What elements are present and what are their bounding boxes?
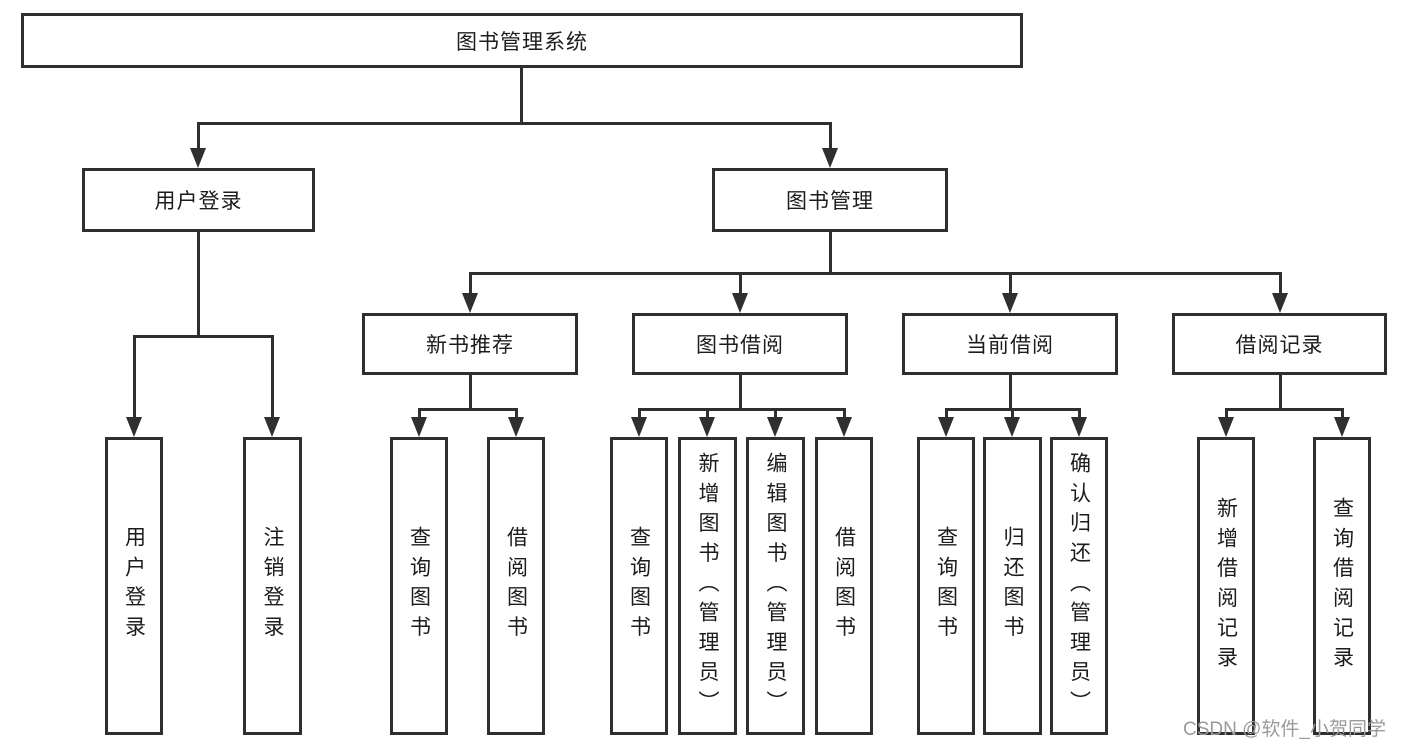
leaf-confirm-return-admin: 确认归还（管理员） <box>1050 437 1108 735</box>
connector-line <box>1225 408 1343 411</box>
leaf-label: 归还图书 <box>1001 526 1025 646</box>
connector-line <box>1279 272 1282 297</box>
arrowhead-icon <box>631 417 647 437</box>
csdn-watermark: CSDN @软件_小贺同学 <box>1183 719 1386 740</box>
arrowhead-icon <box>1002 293 1018 313</box>
leaf-logout: 注销登录 <box>243 437 302 735</box>
connector-line <box>706 408 709 420</box>
arrowhead-icon <box>462 293 478 313</box>
arrowhead-icon <box>508 417 524 437</box>
connector-line <box>469 375 472 410</box>
leaf-label: 借阅图书 <box>832 526 856 646</box>
leaf-label: 用户登录 <box>122 526 146 646</box>
connector-line <box>133 335 274 338</box>
arrowhead-icon <box>1272 293 1288 313</box>
arrowhead-icon <box>1071 417 1087 437</box>
connector-line <box>945 408 948 420</box>
leaf-label: 新增图书（管理员） <box>696 451 720 721</box>
leaf-label: 注销登录 <box>261 526 285 646</box>
arrowhead-icon <box>411 417 427 437</box>
connector-line <box>197 122 200 152</box>
connector-line <box>197 122 832 125</box>
arrowhead-icon <box>699 417 715 437</box>
leaf-add-borrow-record: 新增借阅记录 <box>1197 437 1255 735</box>
leaf-borrow-books: 借阅图书 <box>815 437 873 735</box>
leaf-label: 编辑图书（管理员） <box>764 451 788 721</box>
leaf-edit-books-admin: 编辑图书（管理员） <box>746 437 805 735</box>
arrowhead-icon <box>732 293 748 313</box>
connector-line <box>520 68 523 124</box>
connector-line <box>418 408 421 420</box>
connector-line <box>774 408 777 420</box>
connector-line <box>1279 375 1282 410</box>
node-label: 图书管理系统 <box>456 30 588 54</box>
connector-line <box>271 335 274 420</box>
leaf-label: 借阅图书 <box>504 526 528 646</box>
connector-line <box>133 335 136 420</box>
leaf-query-books: 查询图书 <box>390 437 448 735</box>
leaf-query-books: 查询图书 <box>917 437 975 735</box>
connector-line <box>1341 408 1344 420</box>
connector-line <box>739 375 742 410</box>
leaf-query-borrow-record: 查询借阅记录 <box>1313 437 1371 735</box>
connector-line <box>638 408 641 420</box>
node-user-login: 用户登录 <box>82 168 315 232</box>
arrowhead-icon <box>836 417 852 437</box>
arrowhead-icon <box>190 148 206 168</box>
arrowhead-icon <box>1334 417 1350 437</box>
node-book-borrow: 图书借阅 <box>632 313 848 375</box>
connector-line <box>1009 375 1012 410</box>
connector-line <box>1078 408 1081 420</box>
leaf-return-books: 归还图书 <box>983 437 1042 735</box>
node-label: 用户登录 <box>154 190 243 213</box>
arrowhead-icon <box>822 148 838 168</box>
connector-line <box>1225 408 1228 420</box>
leaf-add-books-admin: 新增图书（管理员） <box>678 437 737 735</box>
node-borrow-records: 借阅记录 <box>1172 313 1387 375</box>
arrowhead-icon <box>1218 417 1234 437</box>
leaf-label: 查询图书 <box>934 526 958 646</box>
node-label: 图书借阅 <box>696 334 784 357</box>
arrowhead-icon <box>938 417 954 437</box>
leaf-label: 查询借阅记录 <box>1330 496 1354 676</box>
connector-line <box>1011 408 1014 420</box>
arrowhead-icon <box>126 417 142 437</box>
node-label: 借阅记录 <box>1235 334 1324 357</box>
connector-line <box>469 272 472 297</box>
node-book-management: 图书管理 <box>712 168 948 232</box>
connector-line <box>638 408 846 411</box>
leaf-label: 查询图书 <box>407 526 431 646</box>
connector-line <box>197 232 200 337</box>
leaf-label: 查询图书 <box>627 526 651 646</box>
connector-line <box>469 272 1282 275</box>
connector-line <box>739 272 742 297</box>
leaf-query-books: 查询图书 <box>610 437 668 735</box>
arrowhead-icon <box>1004 417 1020 437</box>
arrowhead-icon <box>264 417 280 437</box>
connector-line <box>1009 272 1012 297</box>
node-new-book-recommend: 新书推荐 <box>362 313 578 375</box>
leaf-label: 确认归还（管理员） <box>1067 451 1091 721</box>
node-current-borrow: 当前借阅 <box>902 313 1118 375</box>
connector-line <box>829 232 832 274</box>
arrowhead-icon <box>767 417 783 437</box>
connector-line <box>418 408 518 411</box>
node-library-management-system: 图书管理系统 <box>21 13 1023 68</box>
node-label: 图书管理 <box>786 190 874 213</box>
connector-line <box>829 122 832 152</box>
leaf-label: 新增借阅记录 <box>1214 496 1238 676</box>
leaf-borrow-books: 借阅图书 <box>487 437 545 735</box>
node-label: 当前借阅 <box>966 334 1054 357</box>
connector-line <box>515 408 518 420</box>
connector-line <box>843 408 846 420</box>
leaf-user-login: 用户登录 <box>105 437 163 735</box>
node-label: 新书推荐 <box>426 334 514 357</box>
